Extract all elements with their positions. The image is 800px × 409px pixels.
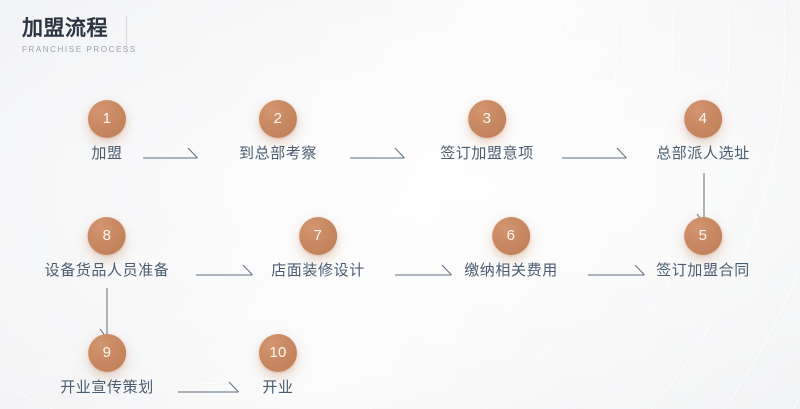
arrow-step-6-to-5-icon	[588, 264, 646, 278]
step-label: 签订加盟意项	[440, 145, 534, 162]
step-number-badge: 6	[491, 217, 530, 255]
step-label: 加盟	[91, 145, 123, 162]
page-title: 加盟流程	[22, 16, 108, 40]
step-node-6[interactable]: 6 缴纳相关费用	[464, 217, 558, 281]
arrow-step-8-to-7-icon	[196, 264, 254, 278]
arrow-step-3-to-4-icon	[562, 147, 628, 161]
arrow-step-8-to-9-icon	[99, 288, 116, 340]
step-node-5[interactable]: 5 签订加盟合同	[656, 217, 750, 281]
step-label: 开业	[262, 379, 294, 396]
step-number-badge: 7	[298, 217, 337, 255]
step-label: 总部派人选址	[656, 145, 750, 162]
arrow-step-9-to-10-icon	[178, 381, 240, 395]
step-number-badge: 5	[683, 217, 722, 255]
step-node-10[interactable]: 10 开业	[259, 334, 297, 398]
step-number-badge: 4	[683, 100, 722, 138]
step-node-4[interactable]: 4 总部派人选址	[656, 100, 750, 164]
step-number-badge: 10	[259, 334, 297, 372]
step-node-7[interactable]: 7 店面装修设计	[271, 217, 365, 281]
step-node-8[interactable]: 8 设备货品人员准备	[45, 217, 170, 281]
page-subtitle: FRANCHISE PROCESS	[22, 45, 137, 54]
step-label: 缴纳相关费用	[464, 262, 558, 279]
step-node-3[interactable]: 3 签订加盟意项	[440, 100, 534, 164]
step-label: 到总部考察	[238, 145, 318, 162]
step-label: 设备货品人员准备	[44, 262, 170, 279]
arrow-step-1-to-2-icon	[143, 147, 199, 161]
arrow-step-2-to-3-icon	[350, 147, 406, 161]
step-label: 签订加盟合同	[656, 262, 750, 279]
step-node-9[interactable]: 9 开业宣传策划	[60, 334, 154, 398]
header: 加盟流程 FRANCHISE PROCESS	[22, 16, 137, 55]
step-number-badge: 1	[88, 100, 126, 138]
step-number-badge: 8	[88, 217, 126, 255]
step-number-badge: 9	[87, 334, 126, 372]
step-node-1[interactable]: 1 加盟	[88, 100, 126, 164]
step-number-badge: 2	[258, 100, 297, 138]
step-label: 开业宣传策划	[60, 379, 154, 396]
arrow-step-7-to-6-icon	[395, 264, 453, 278]
step-node-2[interactable]: 2 到总部考察	[239, 100, 317, 164]
step-number-badge: 3	[467, 100, 506, 138]
step-label: 店面装修设计	[271, 262, 365, 279]
